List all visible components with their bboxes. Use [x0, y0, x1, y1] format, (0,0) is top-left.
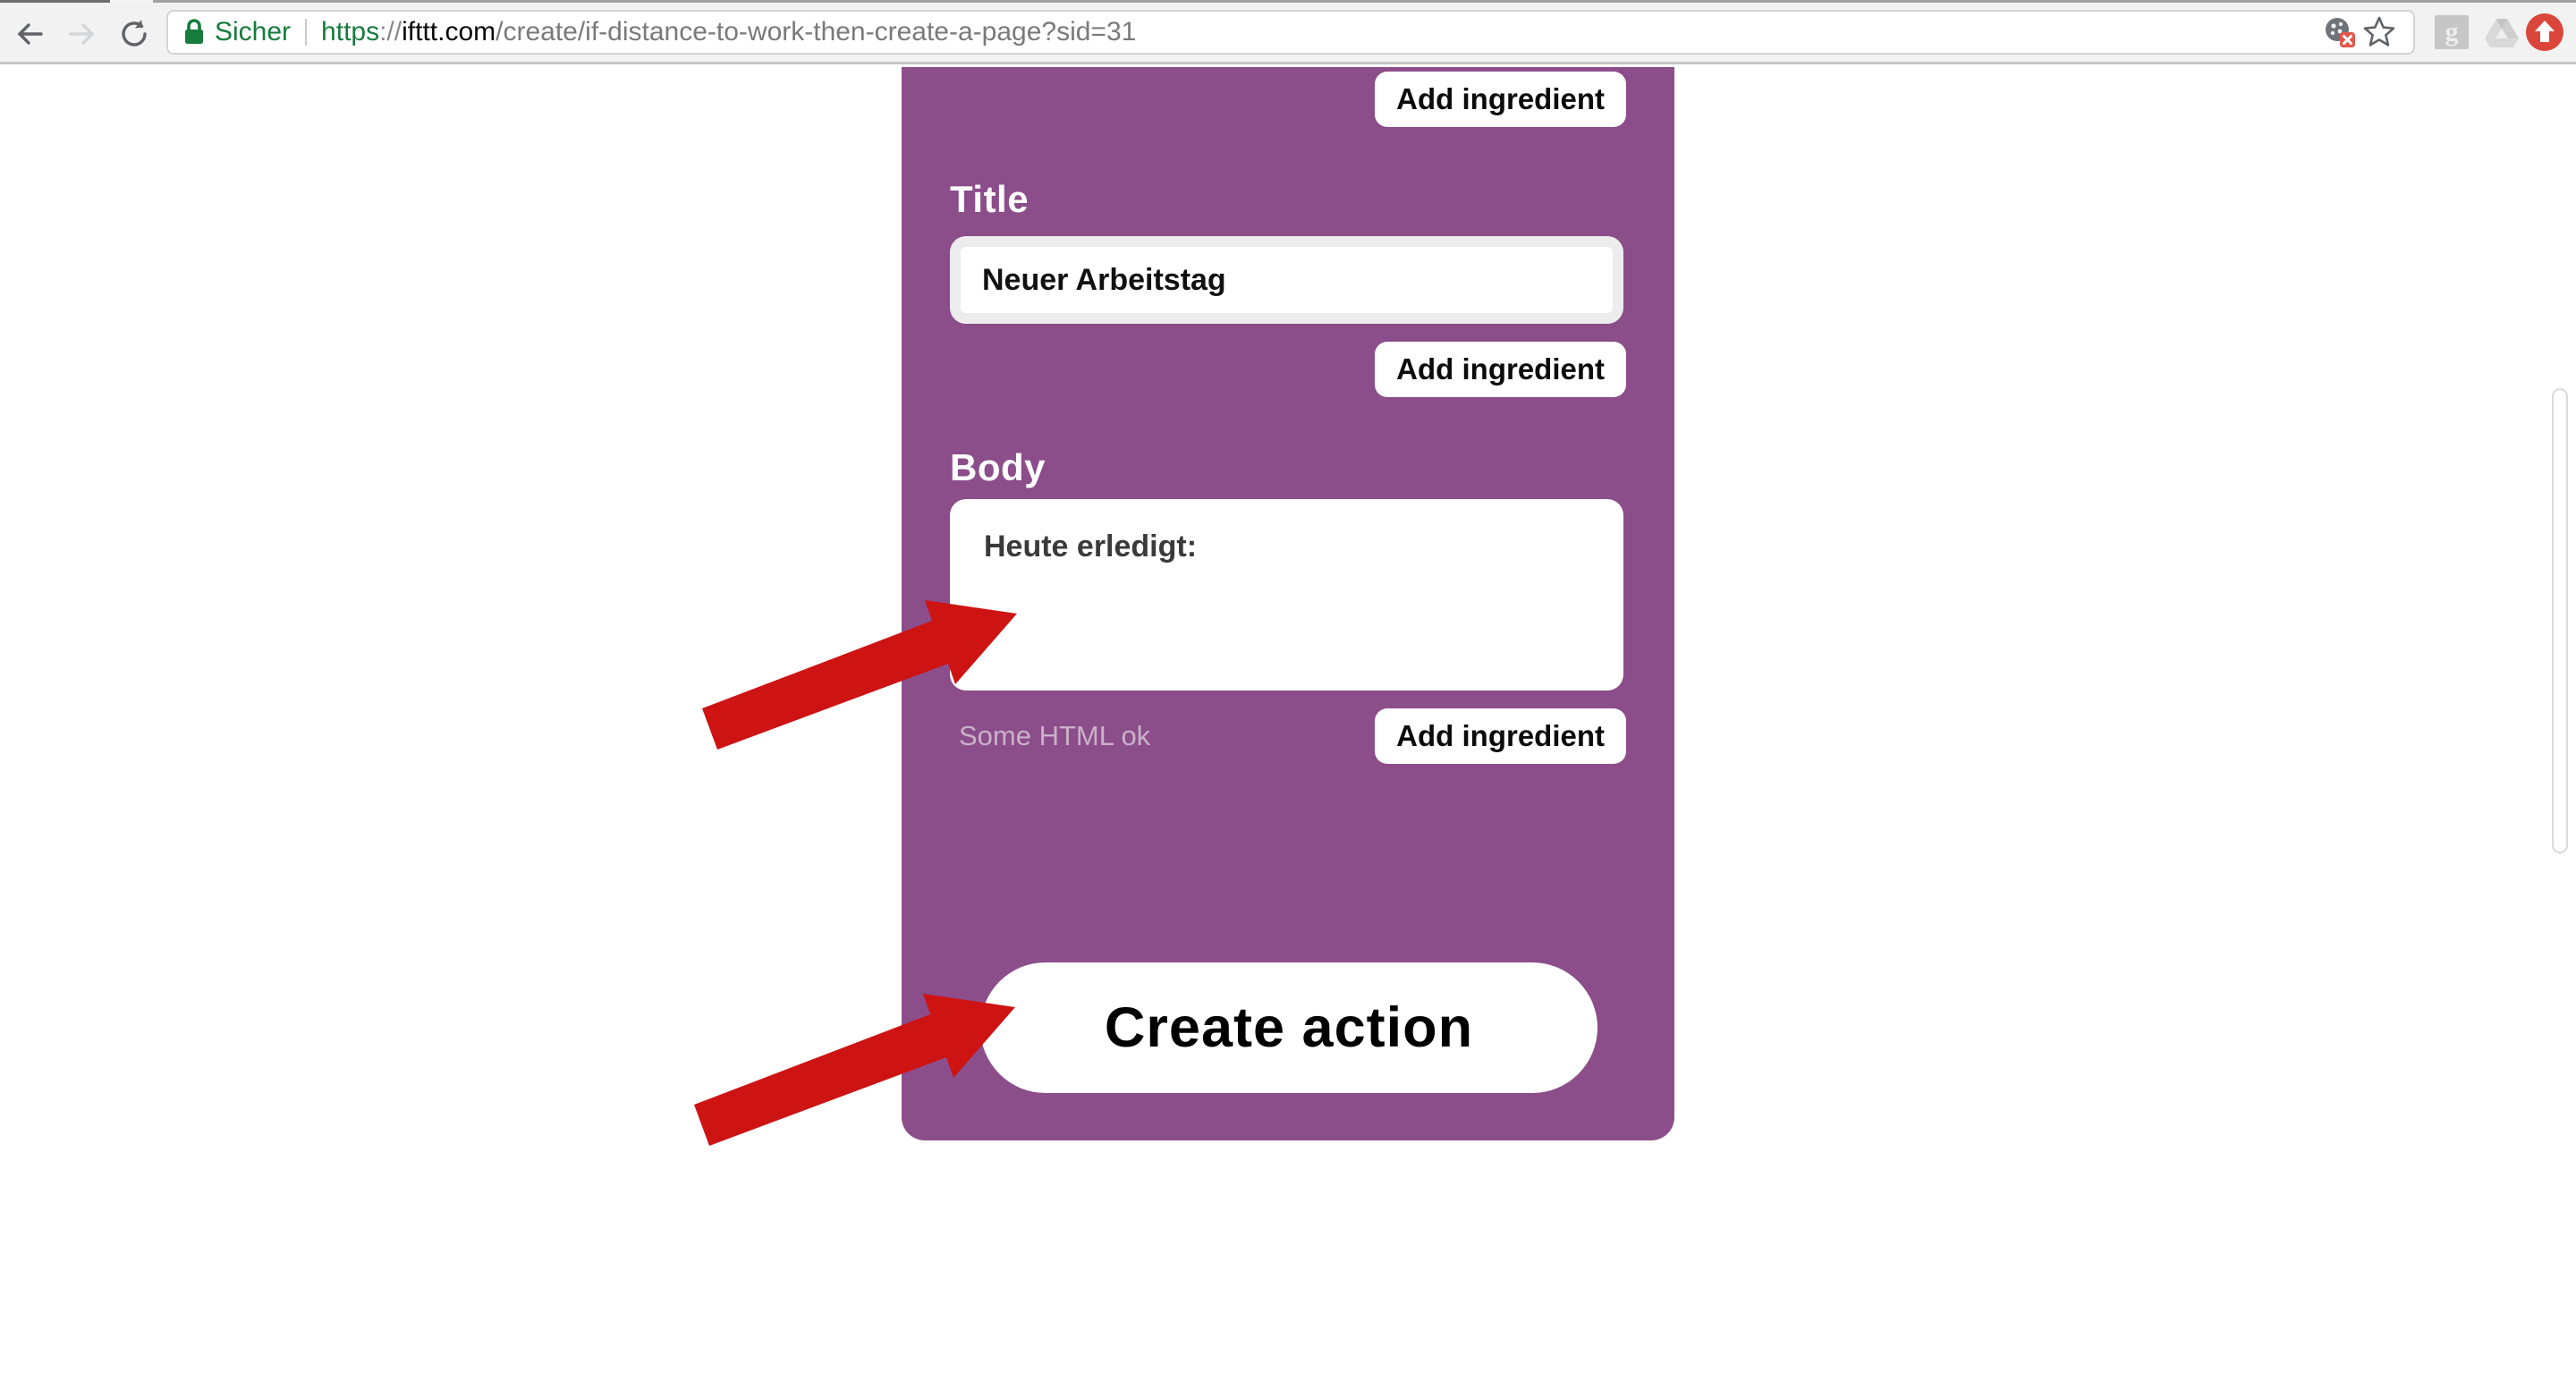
tab-strip-segment	[0, 0, 110, 3]
page-scrollbar-thumb[interactable]	[2552, 388, 2568, 853]
action-fields-panel: Add ingredient Title Add ingredient Body…	[902, 67, 1674, 1140]
active-tab-notch	[110, 0, 153, 3]
add-ingredient-button-body[interactable]: Add ingredient	[1375, 708, 1626, 764]
extension-g-glyph: g	[2445, 17, 2459, 47]
omnibox-divider	[305, 19, 308, 46]
browser-toolbar: Sicher https://ifttt.com/create/if-dista…	[0, 0, 2576, 64]
url-domain: ifttt.com	[402, 17, 496, 47]
forward-arrow-icon	[69, 23, 95, 45]
red-up-arrow-icon	[2526, 13, 2563, 51]
body-textarea[interactable]: Heute erledigt:	[950, 499, 1623, 691]
title-input[interactable]	[950, 236, 1623, 324]
drive-triangle-icon	[2485, 19, 2519, 47]
cookie-blocked-icon	[2326, 18, 2355, 47]
bookmark-button[interactable]	[2360, 13, 2399, 52]
create-action-button[interactable]: Create action	[980, 962, 1597, 1093]
url-separator: ://	[379, 17, 402, 47]
add-ingredient-button-title[interactable]: Add ingredient	[1375, 342, 1626, 397]
url-path: /create/if-distance-to-work-then-create-…	[496, 17, 1137, 47]
forward-button[interactable]	[60, 13, 103, 55]
security-label: Sicher	[215, 17, 292, 47]
reload-icon	[122, 20, 147, 47]
url-text: https://ifttt.com/create/if-distance-to-…	[321, 17, 1136, 47]
tab-strip-edge	[0, 0, 2576, 3]
extension-google-button[interactable]: g	[2435, 15, 2469, 49]
url-scheme: https	[321, 17, 380, 47]
body-hint-text: Some HTML ok	[959, 720, 1151, 751]
extension-drive-button[interactable]	[2483, 13, 2521, 51]
title-field-label: Title	[950, 178, 1030, 220]
back-arrow-icon	[17, 23, 43, 45]
extension-update-button[interactable]	[2525, 13, 2564, 52]
secure-lock-icon	[185, 19, 203, 44]
add-ingredient-button-top[interactable]: Add ingredient	[1375, 72, 1626, 127]
address-bar[interactable]: Sicher https://ifttt.com/create/if-dista…	[166, 10, 2415, 55]
body-field-label: Body	[950, 446, 1046, 488]
back-button[interactable]	[9, 13, 52, 55]
reload-button[interactable]	[113, 13, 156, 55]
cookies-blocked-button[interactable]	[2320, 13, 2360, 52]
bookmark-star-icon	[2363, 16, 2395, 47]
